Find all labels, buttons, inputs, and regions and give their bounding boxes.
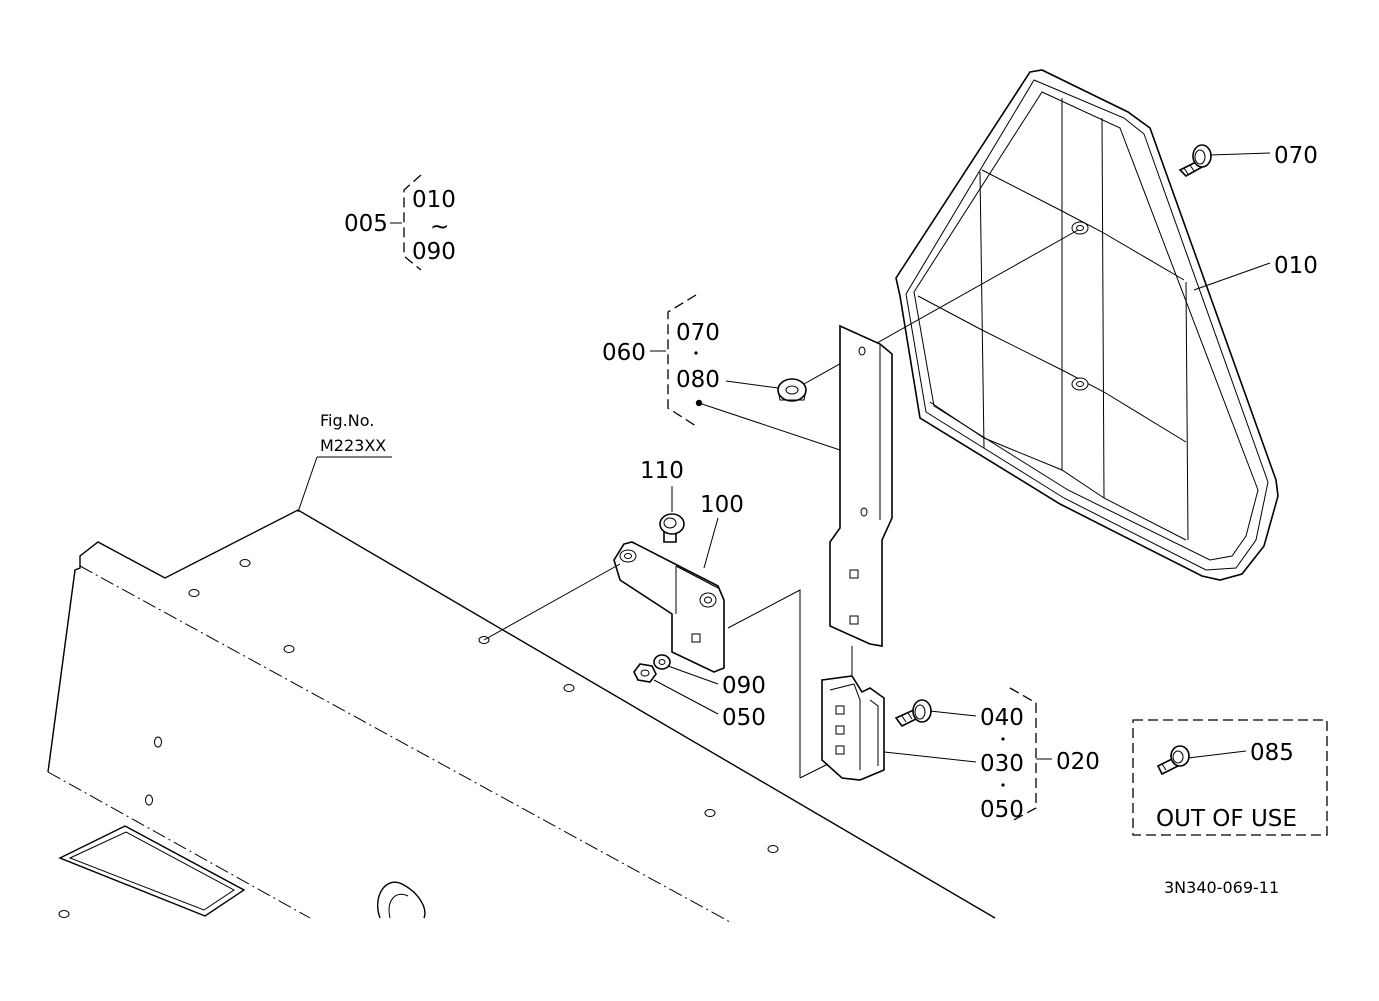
bolt-110 bbox=[659, 513, 685, 543]
washer-090 bbox=[653, 654, 671, 670]
hinge-plate bbox=[613, 541, 725, 673]
callout-005-tilde: ~ bbox=[430, 214, 449, 240]
nut-050 bbox=[633, 663, 657, 683]
out-of-use-label: OUT OF USE bbox=[1156, 806, 1297, 832]
callout-005: 005 bbox=[344, 211, 388, 237]
mounting-bracket bbox=[829, 324, 893, 647]
callout-020-group: 040 030 050 020 bbox=[980, 687, 1100, 823]
callout-040: 040 bbox=[980, 705, 1024, 731]
screw-070 bbox=[1178, 144, 1212, 177]
callout-090: 090 bbox=[722, 673, 766, 699]
callout-020: 020 bbox=[1056, 749, 1100, 775]
callout-050-b: 050 bbox=[980, 797, 1024, 823]
callout-060-group: 060 070 080 bbox=[602, 294, 720, 427]
nut-080 bbox=[777, 378, 807, 402]
callout-005-group: 005 010 ~ 090 bbox=[344, 174, 456, 271]
out-of-use-box: 085 OUT OF USE bbox=[1132, 719, 1328, 836]
fig-label: Fig.No. bbox=[320, 411, 374, 430]
callout-060-b: 080 bbox=[676, 367, 720, 393]
callout-110: 110 bbox=[640, 458, 684, 484]
callout-070-top: 070 bbox=[1274, 143, 1318, 169]
callout-085: 085 bbox=[1250, 740, 1294, 766]
callout-030: 030 bbox=[980, 751, 1024, 777]
channel-holder bbox=[821, 675, 885, 781]
base-frame bbox=[47, 509, 996, 923]
bolt-085 bbox=[1156, 745, 1190, 776]
callout-005-to: 090 bbox=[412, 239, 456, 265]
bolt-040 bbox=[894, 699, 932, 728]
callout-010: 010 bbox=[1274, 253, 1318, 279]
callout-100: 100 bbox=[700, 492, 744, 518]
callout-060-a: 070 bbox=[676, 320, 720, 346]
callout-060: 060 bbox=[602, 340, 646, 366]
callout-005-from: 010 bbox=[412, 187, 456, 213]
mirror-panel bbox=[895, 69, 1279, 581]
callout-050: 050 bbox=[722, 705, 766, 731]
drawing-id: 3N340-069-11 bbox=[1164, 878, 1279, 897]
fig-number: M223XX bbox=[320, 436, 386, 455]
